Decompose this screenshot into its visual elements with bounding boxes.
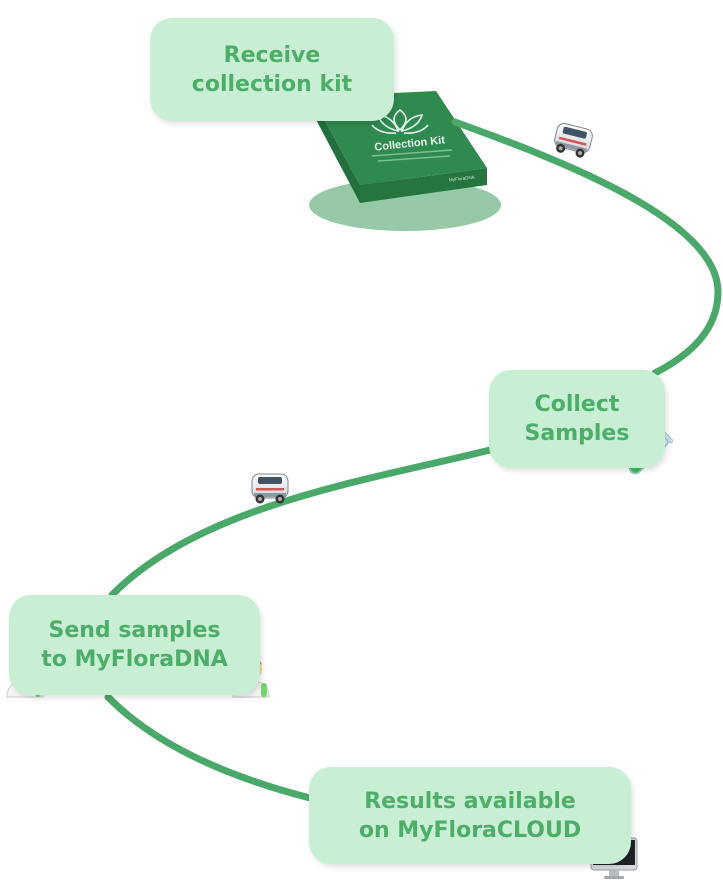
path-collect-to-send [108,446,494,599]
step-collect-samples: Collect Samples [489,370,665,468]
van-icon [251,473,289,504]
step-label: Send samples to MyFloraDNA [41,618,228,672]
path-send-to-results [104,693,314,802]
step-receive-collection-kit: Receive collection kit [150,18,394,121]
step-label: Receive collection kit [191,42,353,97]
step-results-available: Results available on MyFloraCLOUD [309,767,631,864]
step-send-samples: Send samples to MyFloraDNA [9,595,260,695]
step-label: Results available on MyFloraCLOUD [358,788,582,843]
path-receive-to-collect [451,118,722,377]
van-icon [554,123,593,158]
step-label: Collect Samples [524,392,630,446]
